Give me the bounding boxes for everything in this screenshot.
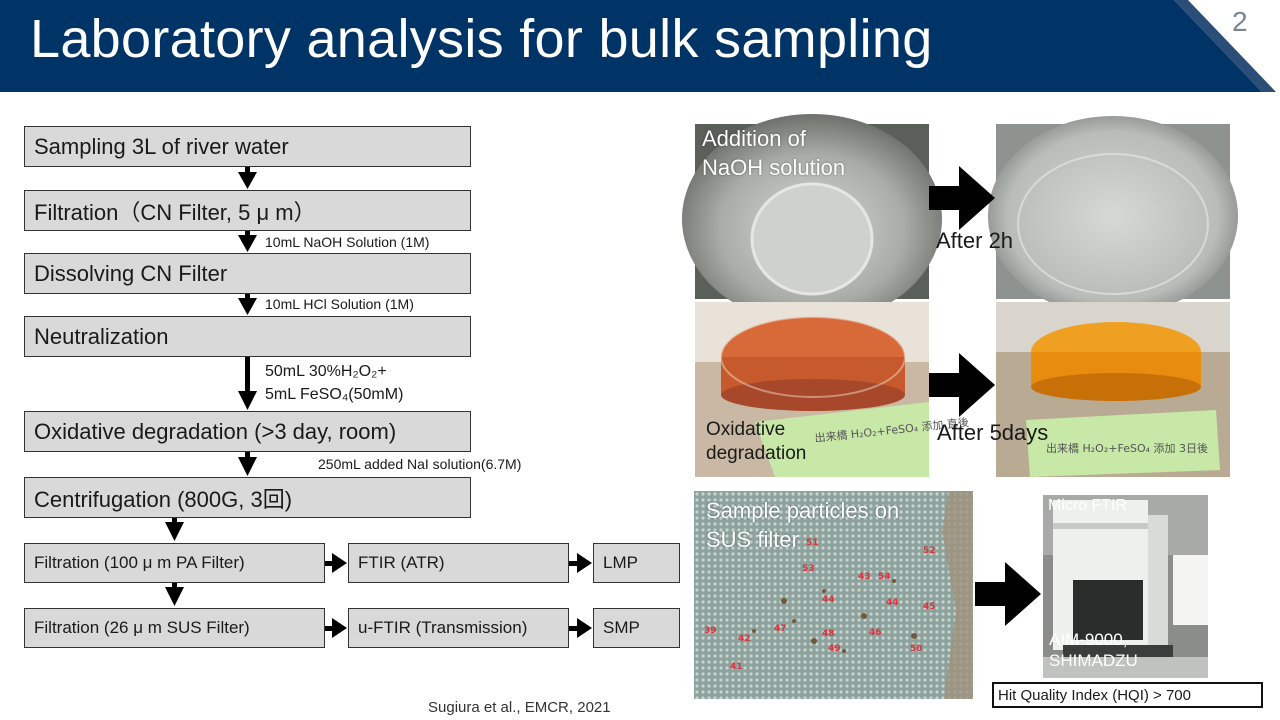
page-title: Laboratory analysis for bulk sampling [30, 9, 933, 69]
note-feso4: 5mL FeSO₄(50mM) [265, 386, 404, 403]
photo-after-5days: 出来橋 H₂O₂+FeSO₄ 添加 3日後 [996, 302, 1230, 477]
note-hcl: 10mL HCl Solution (1M) [265, 296, 414, 312]
label-oxidative-degradation: Oxidative degradation [706, 419, 807, 464]
particle-number: 42 [738, 634, 751, 644]
arrow-down-icon [165, 583, 184, 606]
arrow-right-icon [325, 553, 347, 573]
arrow-down-icon [238, 167, 257, 189]
arrow-right-icon [569, 618, 592, 638]
particle-number: 39 [704, 626, 717, 636]
arrow-right-icon [929, 166, 995, 230]
note-naoh: 10mL NaOH Solution (1M) [265, 234, 430, 250]
photo-after-2h [988, 116, 1238, 316]
note-nai: 250mL added NaI solution(6.7M) [318, 456, 522, 472]
label-after-2h: After 2h [936, 228, 1014, 253]
arrow-right-icon [975, 562, 1041, 626]
particle-number: 43 [858, 572, 871, 582]
particle-number: 47 [774, 624, 787, 634]
page-number: 2 [1232, 6, 1248, 37]
sticky-note-text: 出来橋 H₂O₂+FeSO₄ 添加 3日後 [1046, 441, 1208, 455]
arrow-down-icon [238, 294, 257, 315]
step-neutralization: Neutralization [24, 316, 471, 357]
step-centrifugation: Centrifugation (800G, 3回) [24, 477, 471, 518]
photo-micro-ftir-instrument [1043, 495, 1208, 678]
method-u-ftir: u-FTIR (Transmission) [348, 608, 569, 648]
arrow-down-icon [238, 231, 257, 252]
arrow-down-icon [238, 357, 257, 410]
step-dissolving: Dissolving CN Filter [24, 253, 471, 294]
label-naoh-addition: Addition of NaOH solution [702, 126, 846, 180]
label-sus-filter-particles: Sample particles on SUS filter [706, 498, 900, 552]
arrow-down-icon [238, 452, 257, 476]
particle-number: 50 [910, 644, 923, 654]
particle-number: 51 [806, 538, 819, 548]
particle-number: 48 [822, 629, 835, 639]
step-filtration-sus: Filtration (26 μ m SUS Filter) [24, 608, 325, 648]
note-h2o2: 50mL 30%H₂O₂+ [265, 363, 387, 380]
step-filtration-pa: Filtration (100 μ m PA Filter) [24, 543, 325, 583]
particle-number: 52 [923, 546, 936, 556]
particle-number: 44 [886, 598, 899, 608]
citation: Sugiura et al., EMCR, 2021 [428, 699, 611, 716]
label-instrument-model: AIM-9000, SHIMADZU [1049, 630, 1138, 670]
result-smp: SMP [593, 608, 680, 648]
photo-sus-filter-particles: 51 52 53 43 54 44 44 45 46 39 42 47 48 4… [694, 491, 973, 699]
step-oxidative-degradation: Oxidative degradation (>3 day, room) [24, 411, 471, 452]
arrow-right-icon [569, 553, 592, 573]
result-lmp: LMP [593, 543, 680, 583]
label-after-5days: After 5days [937, 420, 1049, 445]
arrow-down-icon [165, 518, 184, 541]
hqi-threshold: Hit Quality Index (HQI) > 700 [992, 682, 1263, 708]
particle-number: 41 [730, 662, 743, 672]
arrow-right-icon [929, 353, 995, 417]
step-filtration-cn: Filtration（CN Filter, 5 μ m） [24, 190, 471, 231]
particle-number: 53 [802, 564, 815, 574]
particle-number: 45 [923, 602, 936, 612]
arrow-right-icon [325, 618, 347, 638]
step-sampling: Sampling 3L of river water [24, 126, 471, 167]
particle-number: 44 [822, 595, 835, 605]
flow-arrows [165, 167, 592, 638]
photo-naoh-addition [682, 114, 942, 324]
header-banner [0, 0, 1276, 92]
photo-oxidative-degradation: 出来橋 H₂O₂+FeSO₄ 添加 直後 [695, 302, 969, 477]
label-micro-ftir: Micro FTIR [1048, 497, 1128, 514]
particle-number: 49 [828, 644, 841, 654]
particle-number: 54 [878, 572, 891, 582]
particle-number: 46 [869, 628, 882, 638]
method-ftir-atr: FTIR (ATR) [348, 543, 569, 583]
